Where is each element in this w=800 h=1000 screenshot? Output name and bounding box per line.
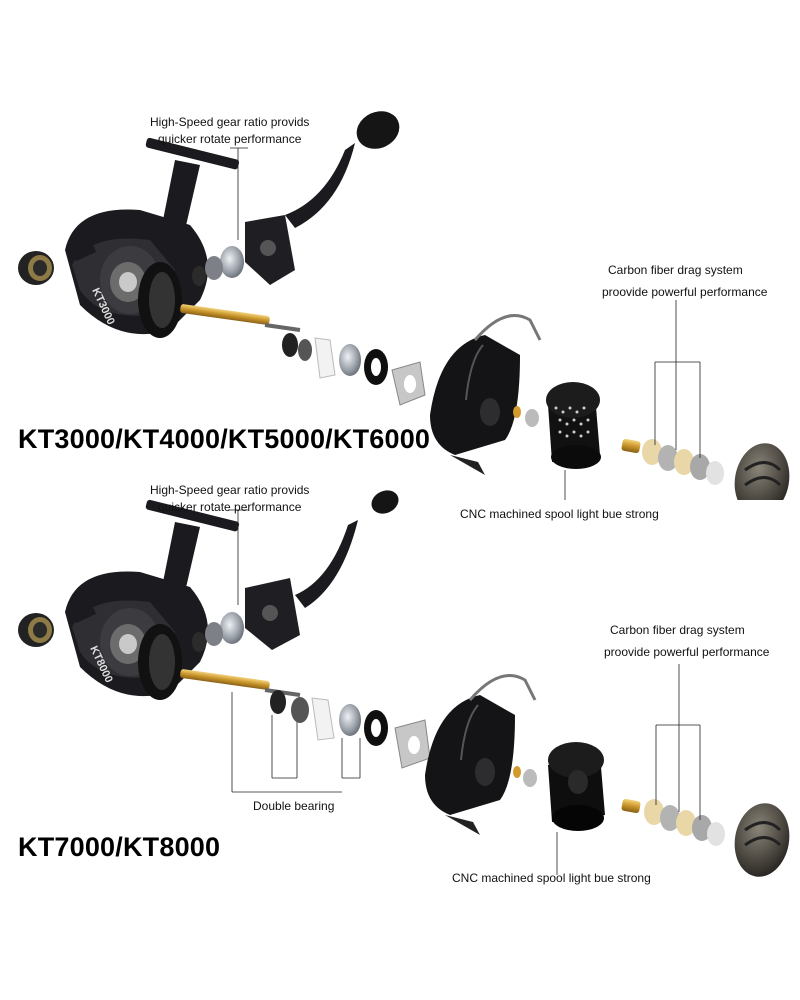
rear-cap bbox=[18, 251, 54, 285]
exploded-reel-diagram: KT8000 bbox=[18, 490, 790, 877]
gear-plate bbox=[245, 215, 295, 285]
gear-plate bbox=[245, 578, 300, 650]
exploded-reel-diagram: KT3000 bbox=[18, 111, 790, 500]
main-shaft bbox=[180, 669, 301, 697]
drag-washers bbox=[644, 799, 725, 846]
rotor-ring bbox=[138, 262, 182, 338]
shaft-bearing-stack bbox=[282, 333, 426, 406]
drag-system-callout-line1: Carbon fiber drag system bbox=[610, 623, 745, 637]
reel-panel-top: KT3000 bbox=[18, 111, 790, 521]
rear-cap bbox=[18, 613, 54, 647]
spool-callout: CNC machined spool light bue strong bbox=[460, 507, 659, 521]
double-bearing-callout: Double bearing bbox=[253, 799, 335, 813]
main-shaft bbox=[180, 304, 301, 332]
drag-system-callout-line1: Carbon fiber drag system bbox=[608, 263, 743, 277]
rotor-ring bbox=[138, 624, 182, 700]
small-washers bbox=[513, 766, 537, 787]
model-title: KT7000/KT8000 bbox=[18, 832, 221, 862]
spool bbox=[546, 382, 601, 469]
gear-ratio-callout-line1: High-Speed gear ratio provids bbox=[150, 115, 310, 129]
small-washers bbox=[513, 406, 539, 427]
drag-washers bbox=[642, 439, 724, 485]
gear-ratio-callout-line2: quicker rotate performance bbox=[158, 500, 302, 514]
leader-lines bbox=[230, 147, 701, 500]
gear-ratio-callout: High-Speed gear ratio provids quicker ro… bbox=[150, 114, 309, 148]
drag-system-callout-line2: proovide powerful performance bbox=[604, 645, 770, 659]
gear-bearing-stack bbox=[192, 612, 244, 652]
leader-lines bbox=[228, 509, 701, 875]
drag-knob bbox=[734, 803, 790, 877]
drag-system-callout-line2: proovide powerful performance bbox=[602, 285, 768, 299]
rotor-bail bbox=[430, 314, 542, 475]
shaft-bearing-stack bbox=[270, 690, 431, 769]
gold-spindle bbox=[621, 799, 641, 813]
gear-ratio-callout-line1: High-Speed gear ratio provids bbox=[150, 483, 310, 497]
model-title: KT3000/KT4000/KT5000/KT6000 bbox=[18, 424, 431, 454]
spool-callout: CNC machined spool light bue strong bbox=[452, 871, 651, 885]
gold-spindle bbox=[621, 439, 641, 453]
gear-ratio-callout: High-Speed gear ratio provids quicker ro… bbox=[150, 482, 309, 516]
handle-arm bbox=[285, 111, 400, 228]
drag-knob bbox=[734, 443, 790, 500]
gear-bearing-stack bbox=[192, 246, 244, 286]
gear-ratio-callout-line2: quicker rotate performance bbox=[158, 132, 302, 146]
rotor-bail bbox=[425, 674, 537, 835]
spool bbox=[548, 742, 605, 831]
handle-arm bbox=[295, 490, 399, 608]
reel-panel-bottom: KT8000 bbox=[0, 470, 800, 1000]
